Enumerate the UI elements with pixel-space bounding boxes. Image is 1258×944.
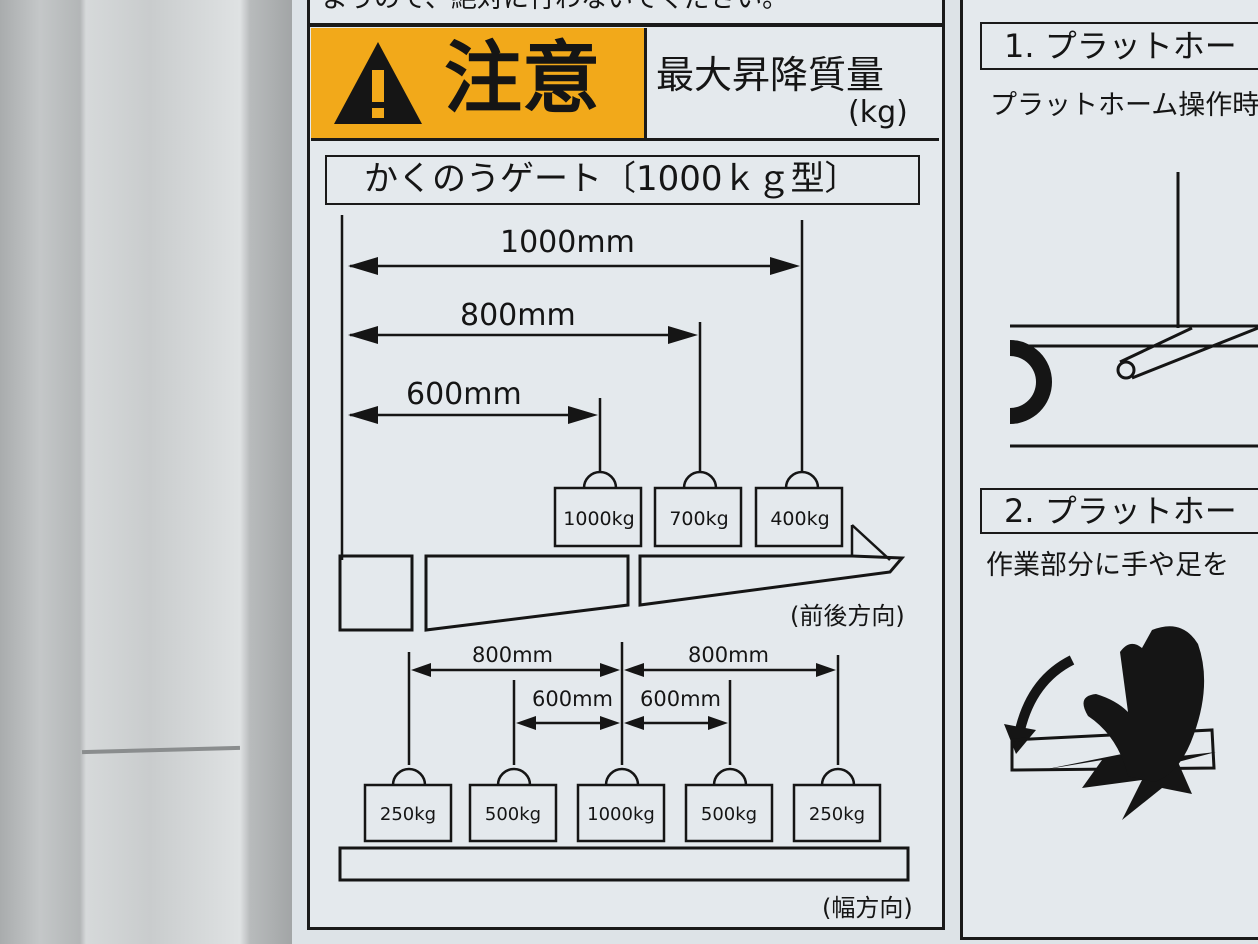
left-panel: [307, 24, 945, 930]
step1-title-box: [980, 22, 1258, 70]
warning-triangle-icon: [334, 42, 422, 124]
load-diagram: [338, 215, 910, 882]
weight-label-700: 700kg: [669, 508, 729, 530]
width-weight-250-left: 250kg: [379, 804, 437, 825]
distance-label-1000: 1000mm: [500, 225, 635, 260]
gate-title-box: [325, 155, 920, 205]
step1-title: 1. プラットホー: [1004, 27, 1237, 65]
width-weight-500-right: 500kg: [700, 804, 758, 825]
step2-text: 作業部分に手や足を: [986, 550, 1229, 581]
weight-label-400: 400kg: [770, 508, 830, 530]
span-label-600-left: 600mm: [532, 687, 613, 711]
width-weight-1000: 1000kg: [587, 804, 655, 825]
span-label-800-left: 800mm: [472, 643, 553, 667]
weight-label-1000: 1000kg: [563, 508, 635, 530]
distance-label-800: 800mm: [460, 298, 576, 333]
capacity-box: [644, 28, 939, 141]
distance-label-600: 600mm: [406, 377, 522, 412]
top-warning-text: ようので、絶対に行わないでください。: [322, 0, 788, 12]
capacity-title: 最大昇降質量: [656, 53, 885, 97]
capacity-unit: (kg): [848, 95, 908, 130]
width-direction: (幅方向): [822, 894, 913, 922]
step1-text: プラットホーム操作時: [990, 90, 1258, 121]
front-back-direction: (前後方向): [790, 602, 905, 630]
step2-title: 2. プラットホー: [1004, 492, 1237, 530]
span-label-600-right: 600mm: [640, 687, 721, 711]
warning-sticker: ようので、絶対に行わないでください。 注意 最大昇降質量 (kg) かくのうゲー…: [292, 0, 1258, 944]
width-weight-250-right: 250kg: [808, 804, 866, 825]
aluminum-rail: [0, 0, 300, 944]
hand-pinch-warning-icon: [1004, 626, 1216, 820]
span-label-800-right: 800mm: [688, 643, 769, 667]
width-weight-500-left: 500kg: [484, 804, 542, 825]
platform-illustration: [1010, 172, 1258, 448]
caution-label: 注意: [444, 34, 601, 124]
step2-title-box: [980, 488, 1258, 534]
gate-title: かくのうゲート〔1000ｋｇ型〕: [364, 159, 859, 199]
